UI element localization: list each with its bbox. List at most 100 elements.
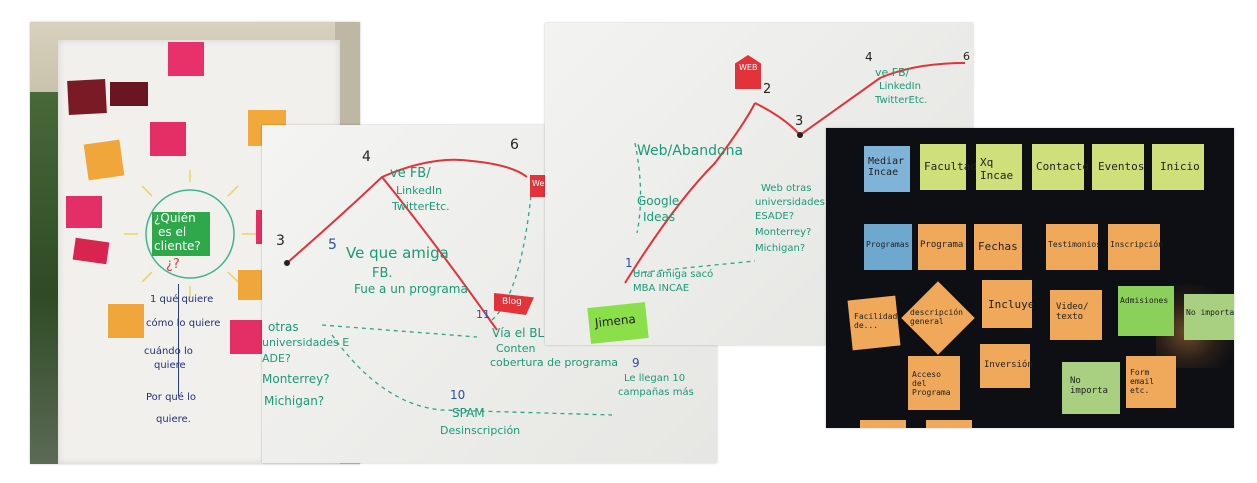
step-number: 4 (362, 149, 371, 165)
note-text: Michigan? (755, 243, 806, 254)
sticky-label: Video/ texto (1056, 302, 1089, 322)
step-number: 1 (625, 256, 633, 270)
sticky-note (980, 344, 1030, 388)
note-text: Google (637, 194, 680, 208)
note-text: LinkedIn (396, 184, 443, 197)
note-text: Ve que amiga (346, 244, 449, 262)
sticky-label: Contacto (1036, 160, 1089, 173)
blog-flag (494, 293, 534, 315)
sticky-label: Form email etc. (1130, 368, 1155, 395)
sticky-label: Programas (866, 240, 910, 249)
list-line-4: quiere (154, 360, 186, 371)
sticky-note (1184, 294, 1234, 340)
note-text: LinkedIn (879, 81, 921, 92)
center-label (152, 212, 210, 256)
sticky-note (1126, 356, 1176, 408)
center-line-3: cliente? (154, 239, 201, 253)
sticky-note (864, 146, 910, 192)
list-line-5: Por qué lo (146, 392, 196, 403)
note-text: universidades E (755, 197, 835, 208)
sticky-note (926, 420, 972, 428)
sticky-note (860, 420, 906, 428)
note-text: ESADE? (755, 211, 795, 222)
note-text: cobertura de programa (490, 356, 619, 369)
note-text: Web (532, 179, 550, 188)
note-text: Una amiga sacó (633, 269, 714, 280)
sticky-note (72, 237, 110, 265)
list-line-3: cuándo lo (144, 346, 193, 357)
sticky-label: Inscripción (1110, 240, 1163, 249)
note-text: Web otras (761, 183, 812, 194)
note-text: Vía el BL (492, 326, 545, 340)
sticky-note (1108, 224, 1160, 270)
step-number: 5 (328, 237, 337, 253)
sticky-note (908, 356, 960, 410)
step-number: 11 (476, 308, 490, 321)
sticky-note (66, 196, 102, 228)
list-line-2: cómo lo quiere (146, 318, 221, 329)
step-number: 4 (865, 50, 873, 64)
step-number: 2 (763, 82, 772, 97)
note-text: TwitterEtc. (392, 200, 450, 213)
sticky-note (982, 280, 1032, 328)
sticky-label: Incluye (988, 298, 1035, 311)
sticky-label: No importa (1186, 308, 1234, 317)
note-text: universidades E (262, 336, 350, 349)
sticky-label: Inicio (1160, 160, 1200, 173)
sticky-label: Mediar Incae (868, 156, 905, 178)
note-text: SPAM (452, 406, 485, 420)
sun-drawing (124, 170, 256, 298)
sticky-note (1092, 144, 1144, 190)
sticky-label: Acceso del Programa (912, 370, 951, 397)
note-text: Michigan? (264, 394, 325, 408)
note-text: Blog (502, 297, 522, 307)
sticky-note (1062, 362, 1120, 414)
list-connector (178, 284, 179, 396)
sticky-note (864, 224, 912, 270)
sticky-label: Facultad (924, 160, 977, 173)
sticky-note (168, 42, 204, 76)
note-text: campañas más (618, 387, 694, 398)
sticky-label: Programa (920, 240, 964, 250)
step-number: 3 (276, 233, 285, 249)
sticky-note (974, 224, 1022, 270)
sticky-note (920, 144, 966, 190)
note-text: MBA INCAE (633, 283, 690, 294)
step-number: 3 (795, 114, 804, 129)
sticky-note (67, 79, 107, 115)
sticky-note (1050, 290, 1102, 340)
list-line-1: 1 qué quiere (150, 294, 214, 305)
journey-curve (284, 158, 613, 416)
note-text: ve FB/ (875, 66, 910, 79)
photo-sitemap-sticky-notes: Mediar Incae Facultad Xq Incae Contacto … (826, 128, 1234, 428)
sticky-label: Inversión (984, 360, 1033, 370)
note-text: Conten (496, 342, 536, 355)
center-line-2: es el (158, 225, 187, 239)
sticky-note (108, 304, 144, 338)
note-text: TwitterEtc. (875, 95, 928, 106)
note-text: ADE? (262, 352, 291, 365)
question-mark: ¿? (166, 257, 180, 272)
note-text: Ideas (643, 210, 676, 224)
note-text: Monterrey? (755, 227, 812, 238)
sticky-note (918, 224, 966, 270)
sticky-label: No importa (1070, 376, 1108, 396)
sticky-note (976, 144, 1022, 190)
sticky-note (110, 82, 148, 106)
step-number: 9 (632, 356, 640, 370)
note-text: Monterrey? (262, 372, 330, 386)
sticky-label: Facilidad de... (854, 312, 898, 330)
photo-quien-es-el-cliente: ¿Quién es el cliente? ¿? 1 qué quiere có… (30, 22, 360, 464)
sticky-note (1032, 144, 1084, 190)
center-line-1: ¿Quién (154, 211, 196, 225)
sticky-label: Admisiones (1120, 296, 1169, 305)
sticky-note (1118, 286, 1174, 336)
list-line-6: quiere. (156, 414, 191, 425)
note-text: Web/Abandona (637, 143, 744, 159)
step-number: 6 (963, 50, 970, 63)
note-text: ve FB/ (390, 166, 431, 181)
note-text: Le llegan 10 (624, 373, 686, 384)
note-text: Desinscripción (440, 424, 521, 437)
sticky-label: Testimonios (1048, 240, 1101, 249)
sticky-note (1046, 224, 1098, 270)
